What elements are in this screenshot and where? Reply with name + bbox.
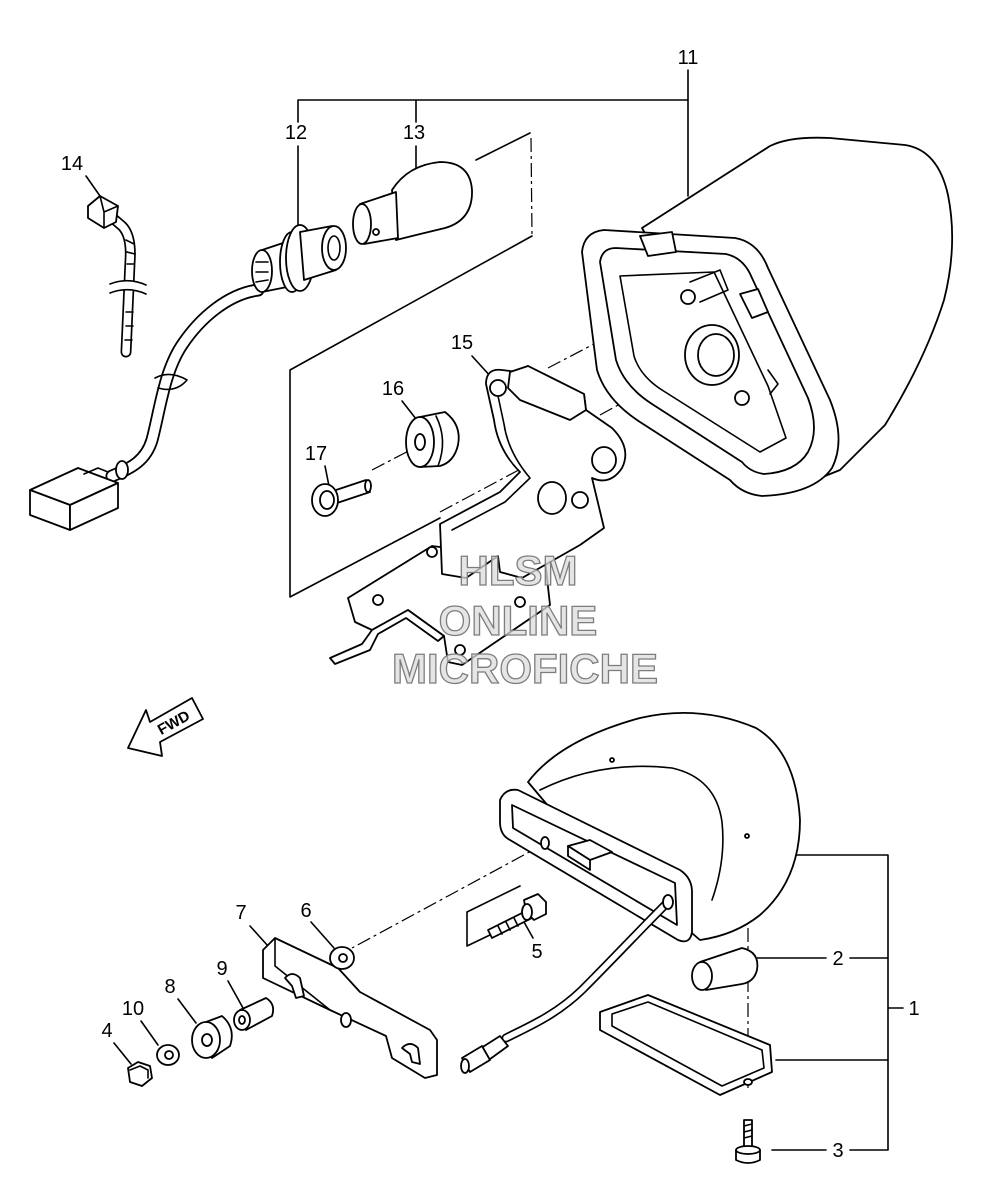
- bracket-hole: [514, 596, 526, 608]
- forward-arrow-icon: [127, 697, 204, 757]
- callout-6: 6: [300, 900, 311, 922]
- forward-arrow: FWD: [127, 697, 204, 757]
- callout-1: 1: [908, 998, 919, 1020]
- bulb: [352, 161, 473, 245]
- lens-screw: [735, 1119, 761, 1164]
- callout-16: 16: [382, 378, 404, 400]
- callout-8: 8: [164, 976, 175, 998]
- bracket-hole: [591, 446, 617, 474]
- wire-connector: [29, 467, 119, 531]
- bolt: [311, 479, 372, 517]
- callout-14: 14: [61, 153, 83, 175]
- license-light-connector: [460, 1035, 509, 1074]
- callout-labels: 1 2 3 4 5 6 7 8 9 10 11 12 13 14 15 16 1…: [61, 47, 920, 1162]
- bracket-hole: [571, 491, 589, 509]
- nut: [127, 1061, 153, 1087]
- callout-4: 4: [101, 1020, 112, 1042]
- callout-5: 5: [531, 941, 542, 963]
- bracket-hole: [537, 481, 567, 515]
- bracket-hole: [454, 644, 466, 656]
- callout-12: 12: [285, 122, 307, 144]
- watermark: HLSM ONLINE MICROFICHE: [391, 546, 658, 692]
- license-bulb: [691, 947, 759, 991]
- socket-wire: [105, 283, 265, 483]
- watermark-line-3: MICROFICHE: [392, 645, 658, 692]
- mount-hole: [734, 390, 750, 406]
- callout-13: 13: [403, 122, 425, 144]
- socket-hole: [697, 333, 735, 377]
- plate-slot: [284, 973, 305, 999]
- callout-11: 11: [678, 47, 699, 69]
- callout-10: 10: [122, 998, 144, 1020]
- callout-2: 2: [832, 948, 843, 970]
- bulb-socket: [251, 224, 347, 293]
- callout-3: 3: [832, 1140, 843, 1162]
- housing-hole: [540, 836, 550, 850]
- mount-plate: [262, 937, 438, 1079]
- washer: [329, 946, 355, 970]
- cable-tie: [87, 195, 147, 358]
- callout-17: 17: [305, 443, 327, 465]
- collar: [233, 997, 275, 1031]
- bracket-hole: [372, 594, 384, 606]
- tail-light-housing: [581, 136, 954, 497]
- bracket-hole: [489, 379, 507, 397]
- watermark-line-2: ONLINE: [439, 597, 598, 644]
- flat-washer: [156, 1044, 180, 1066]
- mount-bolt: [487, 893, 547, 939]
- bracket-plate: [329, 365, 627, 666]
- callout-15: 15: [451, 332, 473, 354]
- grommet: [405, 411, 460, 468]
- license-light-wire: [501, 894, 674, 1043]
- license-lens: [599, 994, 773, 1096]
- plate-hole: [340, 1012, 352, 1028]
- callout-7: 7: [235, 902, 246, 924]
- plate-slot: [401, 1043, 421, 1065]
- damper-grommet: [191, 1015, 233, 1059]
- license-light-housing: [499, 711, 801, 943]
- watermark-line-1: HLSM: [459, 547, 578, 594]
- callout-9: 9: [216, 958, 227, 980]
- bracket-hole: [426, 546, 438, 558]
- housing-hole: [609, 757, 615, 763]
- housing-hole: [744, 833, 750, 839]
- mount-hole: [680, 289, 696, 305]
